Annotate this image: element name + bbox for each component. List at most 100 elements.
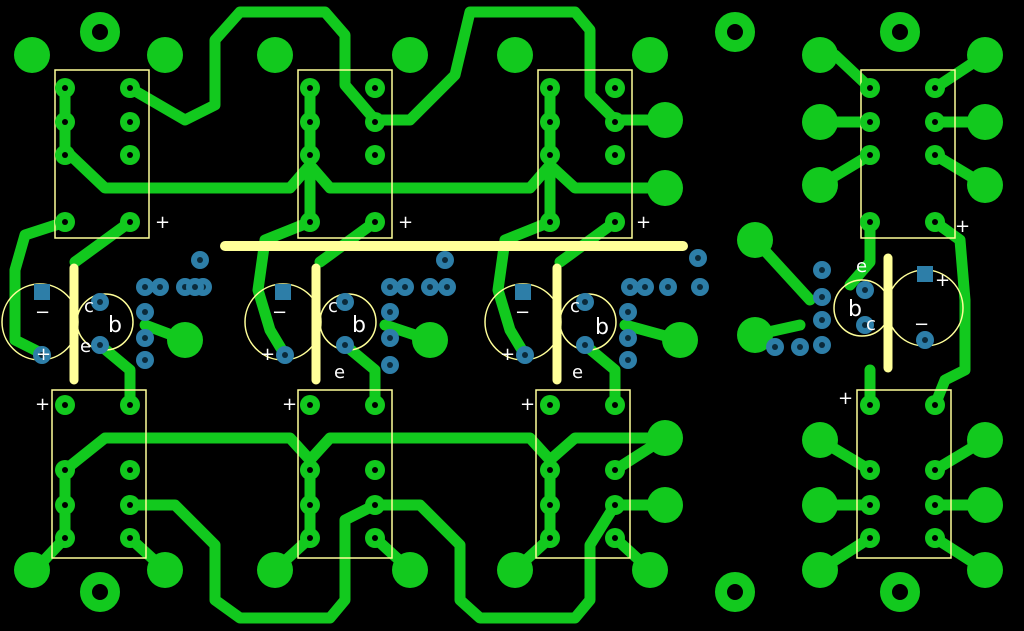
via-hole: [819, 267, 825, 273]
minus-label: −: [515, 302, 530, 323]
trace: [94, 339, 136, 411]
via-hole: [797, 344, 803, 350]
pad: [497, 552, 533, 588]
copper-traces: [9, 6, 991, 624]
ic-pin-hole: [932, 219, 938, 225]
square-pad: [34, 284, 50, 300]
plus-label: +: [260, 344, 275, 365]
ic-pin-hole: [62, 119, 68, 125]
collector-label: c: [570, 296, 580, 317]
via-hole: [387, 284, 393, 290]
ic-pin-hole: [307, 119, 313, 125]
ic-pin-hole: [867, 535, 873, 541]
ic-pin-hole: [127, 219, 133, 225]
via-hole: [642, 284, 648, 290]
emitter-label: e: [572, 362, 583, 383]
pad: [412, 322, 448, 358]
pad: [167, 322, 203, 358]
ic-pin-hole: [127, 535, 133, 541]
ic-pin-hole: [932, 467, 938, 473]
pad: [737, 317, 773, 353]
via-hole: [97, 299, 103, 305]
via-hole: [819, 317, 825, 323]
ic-pin-hole: [62, 219, 68, 225]
via-hole: [522, 352, 528, 358]
ic-outline: [297, 69, 393, 239]
base-label: b: [595, 315, 609, 340]
plus-label: +: [955, 216, 970, 237]
trace: [124, 6, 381, 126]
ic-pin-hole: [612, 85, 618, 91]
ic-pin-hole: [307, 219, 313, 225]
ic-pin-hole: [612, 535, 618, 541]
via-hole: [582, 342, 588, 348]
plus-label: +: [36, 344, 51, 365]
ic-pin-hole: [372, 402, 378, 408]
plus-label: +: [35, 394, 50, 415]
via-hole: [97, 342, 103, 348]
ic-pin-hole: [932, 152, 938, 158]
via-hole: [627, 284, 633, 290]
ic-pin-hole: [932, 535, 938, 541]
via-hole: [772, 344, 778, 350]
pad: [647, 420, 683, 456]
pad: [632, 552, 668, 588]
ic-outline: [51, 389, 147, 559]
ic-outline: [537, 69, 633, 239]
pad: [647, 102, 683, 138]
ic-pin-hole: [307, 85, 313, 91]
via-hole: [342, 299, 348, 305]
ic-pin-hole: [307, 152, 313, 158]
trace: [369, 6, 671, 126]
via-hole: [192, 284, 198, 290]
ic-pin-hole: [867, 502, 873, 508]
via-hole: [625, 309, 631, 315]
pad: [647, 170, 683, 206]
ic-pin-hole: [307, 535, 313, 541]
emitter-label: e: [80, 336, 91, 357]
plus-label: +: [838, 388, 853, 409]
pad: [967, 104, 1003, 140]
via-hole: [442, 257, 448, 263]
mounting-hole: [880, 572, 920, 612]
ic-pin-hole: [307, 402, 313, 408]
ic-pin-hole: [127, 119, 133, 125]
via-hole: [819, 342, 825, 348]
mounting-hole: [880, 12, 920, 52]
ic-pin-hole: [867, 119, 873, 125]
base-label: b: [848, 297, 862, 322]
ic-footprints: [51, 69, 956, 559]
ic-pin-hole: [867, 85, 873, 91]
via-hole: [142, 284, 148, 290]
plus-label: +: [520, 394, 535, 415]
ic-pin-hole: [547, 152, 553, 158]
via-hole: [922, 337, 928, 343]
trace: [252, 216, 316, 361]
silkscreen-labels: + + + + + + + + + + + + − − − − c b e c …: [35, 212, 970, 415]
ic-pin-hole: [932, 502, 938, 508]
ic-pin-hole: [307, 467, 313, 473]
via-hole: [444, 284, 450, 290]
pad: [257, 552, 293, 588]
pad: [802, 552, 838, 588]
pad: [647, 487, 683, 523]
trace: [579, 339, 621, 411]
trace: [339, 339, 381, 411]
ic-pin-hole: [867, 402, 873, 408]
ic-pin-hole: [547, 467, 553, 473]
ic-pin-hole: [62, 502, 68, 508]
via-hole: [342, 342, 348, 348]
ic-pin-hole: [867, 467, 873, 473]
vias: [33, 249, 934, 374]
via-hole: [697, 284, 703, 290]
pad: [967, 37, 1003, 73]
via-hole: [862, 287, 868, 293]
trace: [492, 216, 556, 361]
ic-pin-hole: [307, 502, 313, 508]
ic-pin-hole: [62, 535, 68, 541]
trace: [59, 432, 671, 476]
ic-pin-hole: [547, 85, 553, 91]
pad: [802, 422, 838, 458]
ic-pin-hole: [932, 85, 938, 91]
pad: [967, 167, 1003, 203]
